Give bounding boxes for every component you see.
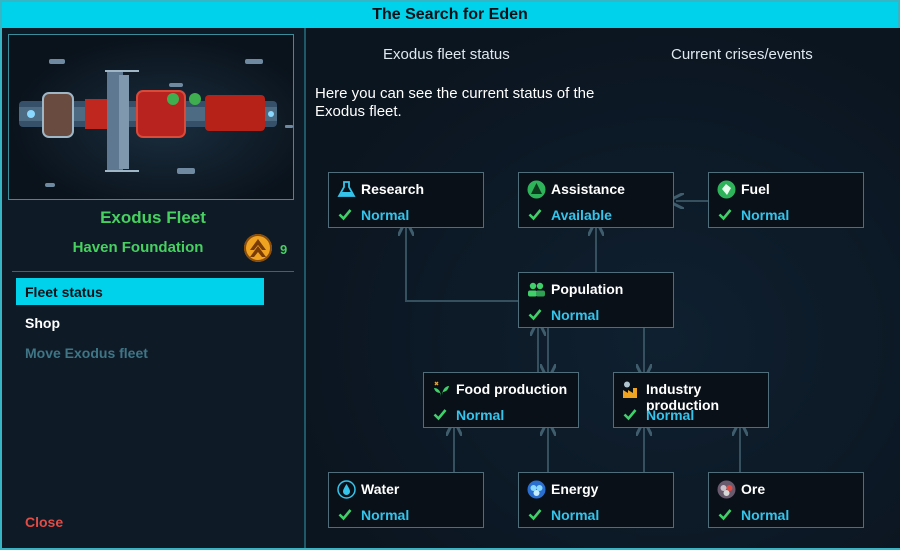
node-assistance[interactable]: Assistance Available (518, 172, 674, 228)
fleet-status-panel: Exodus fleet status Current crises/event… (306, 28, 900, 548)
people-icon (527, 280, 546, 299)
node-energy-name: Energy (551, 481, 599, 497)
node-assistance-status: Available (551, 207, 612, 223)
faction-count: 9 (280, 242, 288, 257)
node-research[interactable]: Research Normal (328, 172, 484, 228)
node-food-production-name: Food production (456, 381, 568, 397)
menu-item-shop[interactable]: Shop (25, 314, 60, 331)
assistance-icon (527, 180, 546, 199)
node-population-status: Normal (551, 307, 600, 323)
node-fuel[interactable]: Fuel Normal (708, 172, 864, 228)
close-button[interactable]: Close (25, 514, 64, 530)
spaceship-illustration (19, 59, 293, 187)
node-water[interactable]: Water Normal (328, 472, 484, 528)
energy-icon (527, 480, 546, 499)
node-research-status: Normal (361, 207, 410, 223)
node-water-status: Normal (361, 507, 410, 523)
node-assistance-name: Assistance (551, 181, 625, 197)
node-energy[interactable]: Energy Normal (518, 472, 674, 528)
check-icon (718, 209, 732, 221)
fleet-panel: Exodus Fleet Haven Foundation 9 Fleet st… (2, 28, 306, 548)
check-icon (718, 509, 732, 521)
node-industry-production-status: Normal (646, 407, 695, 423)
tab-exodus-fleet-status[interactable]: Exodus fleet status (383, 46, 510, 63)
dependency-lines (306, 28, 900, 472)
status-description: Here you can see the current status of t… (315, 85, 595, 120)
fleet-ship-image (8, 34, 294, 200)
faction-name: Haven Foundation (2, 239, 304, 256)
flask-icon (337, 180, 356, 199)
check-icon (528, 509, 542, 521)
window-title: The Search for Eden (2, 2, 898, 28)
node-food-production-status: Normal (456, 407, 505, 423)
node-ore-status: Normal (741, 507, 790, 523)
fuel-icon (717, 180, 736, 199)
menu-item-fleet-status[interactable]: Fleet status (16, 278, 264, 305)
check-icon (338, 209, 352, 221)
water-drop-icon (337, 480, 356, 499)
check-icon (528, 309, 542, 321)
node-industry-production[interactable]: Industry production Normal (613, 372, 769, 428)
node-ore[interactable]: Ore Normal (708, 472, 864, 528)
check-icon (433, 409, 447, 421)
plant-icon (432, 380, 451, 399)
node-energy-status: Normal (551, 507, 600, 523)
node-fuel-name: Fuel (741, 181, 770, 197)
ore-icon (717, 480, 736, 499)
menu-divider (12, 271, 294, 272)
node-food-production[interactable]: Food production Normal (423, 372, 579, 428)
node-water-name: Water (361, 481, 400, 497)
node-industry-production-name: Industry production (646, 381, 720, 413)
check-icon (623, 409, 637, 421)
node-ore-name: Ore (741, 481, 766, 497)
check-icon (338, 509, 352, 521)
tab-current-crises-events[interactable]: Current crises/events (671, 46, 813, 63)
menu-item-move-exodus-fleet[interactable]: Move Exodus fleet (25, 344, 148, 361)
faction-emblem-icon (244, 234, 272, 262)
fleet-name: Exodus Fleet (100, 208, 206, 227)
node-population[interactable]: Population Normal (518, 272, 674, 328)
node-fuel-status: Normal (741, 207, 790, 223)
node-population-name: Population (551, 281, 624, 297)
faction-label: Haven Foundation (72, 239, 204, 256)
node-research-name: Research (361, 181, 425, 197)
factory-icon (622, 380, 641, 399)
check-icon (528, 209, 542, 221)
